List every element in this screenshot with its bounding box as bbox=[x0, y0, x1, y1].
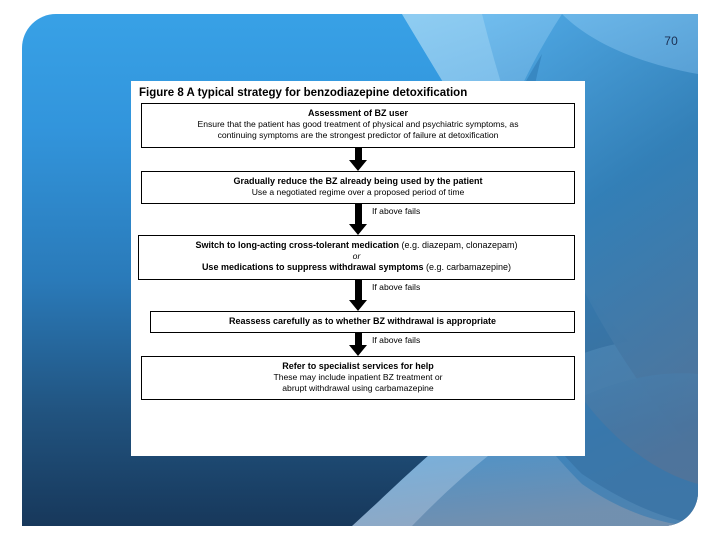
node-line: Gradually reduce the BZ already being us… bbox=[233, 175, 483, 186]
node-line: These may include inpatient BZ treatment… bbox=[273, 372, 443, 383]
node-line: Use medications to suppress withdrawal s… bbox=[145, 262, 568, 273]
node-line: continuing symptoms are the strongest pr… bbox=[217, 130, 499, 141]
node-line: Use a negotiated regime over a proposed … bbox=[251, 186, 465, 197]
flow-connector-3: If above fails bbox=[138, 279, 578, 311]
node-line-suffix: (e.g. carbamazepine) bbox=[423, 262, 512, 273]
node-line: Ensure that the patient has good treatme… bbox=[197, 119, 519, 130]
down-arrow-icon bbox=[343, 147, 373, 171]
node-line: Refer to specialist services for help bbox=[282, 360, 434, 371]
node-line-main: Switch to long-acting cross-tolerant med… bbox=[195, 240, 399, 251]
flow-node-gradual-reduction: Gradually reduce the BZ already being us… bbox=[141, 170, 575, 205]
node-line: abrupt withdrawal using carbamazepine bbox=[282, 383, 434, 394]
down-arrow-icon bbox=[343, 332, 373, 356]
connector-label: If above fails bbox=[372, 206, 421, 217]
flow-connector-2: If above fails bbox=[138, 204, 578, 236]
flow-node-reassess: Reassess carefully as to whether BZ with… bbox=[150, 310, 575, 333]
flow-connector-1 bbox=[138, 147, 578, 171]
figure-panel: Figure 8 A typical strategy for benzodia… bbox=[131, 81, 585, 456]
page-number: 70 bbox=[664, 34, 678, 48]
down-arrow-icon bbox=[343, 279, 373, 311]
node-line: Assessment of BZ user bbox=[307, 108, 409, 118]
node-line-suffix: (e.g. diazepam, clonazepam) bbox=[398, 240, 518, 251]
figure-title: Figure 8 A typical strategy for benzodia… bbox=[139, 87, 468, 99]
flow-node-switch-medication: Switch to long-acting cross-tolerant med… bbox=[138, 235, 575, 280]
node-line-main: Use medications to suppress withdrawal s… bbox=[201, 262, 424, 273]
flowchart: Assessment of BZ user Ensure that the pa… bbox=[138, 103, 578, 401]
node-line: Switch to long-acting cross-tolerant med… bbox=[145, 240, 568, 251]
down-arrow-icon bbox=[343, 204, 373, 236]
flow-node-assessment: Assessment of BZ user Ensure that the pa… bbox=[141, 103, 575, 148]
flow-node-refer-specialist: Refer to specialist services for help Th… bbox=[141, 355, 575, 401]
connector-label: If above fails bbox=[372, 334, 421, 345]
node-line: Reassess carefully as to whether BZ with… bbox=[228, 315, 497, 326]
node-line: or bbox=[352, 251, 361, 262]
connector-label: If above fails bbox=[372, 281, 421, 292]
flow-connector-4: If above fails bbox=[138, 332, 578, 356]
